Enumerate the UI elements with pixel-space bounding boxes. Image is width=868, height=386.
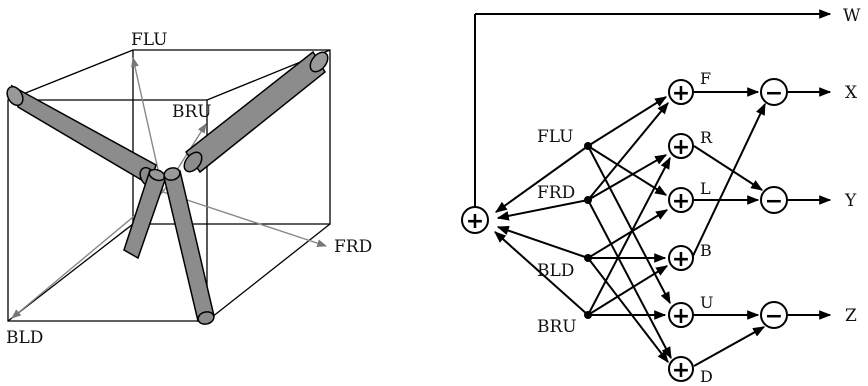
intermediate-label-u: U [700,293,713,312]
w-sum-node: + [461,206,489,234]
capsule-lower-long [163,167,215,325]
sum-node-u: + [668,302,694,329]
microphone-cube-diagram: FLU BRU FRD BLD [6,30,372,348]
svg-text:+: + [672,304,690,329]
diff-node-y: − [760,186,788,214]
sum-w-edges [494,145,589,316]
w-output-path [474,9,832,207]
intermediate-label-d: D [700,367,713,386]
matrix-signal-flow-diagram: + + + + + + + − [461,6,861,386]
svg-text:−: − [765,81,783,106]
sum-node-l: + [668,187,694,214]
sum-node-b: + [668,245,694,272]
diff-node-x: − [760,78,788,106]
svg-text:+: + [672,247,690,272]
label-frd: FRD [334,237,372,257]
output-label-w: W [843,6,861,26]
intermediate-label-r: R [700,128,713,147]
svg-text:−: − [765,189,783,214]
sum-node-r: + [668,133,694,160]
svg-text:+: + [672,135,690,160]
input-label-flu: FLU [537,127,573,147]
svg-text:−: − [765,304,783,329]
svg-text:+: + [672,189,690,214]
intermediate-label-f: F [700,69,711,88]
label-bld: BLD [6,328,43,348]
output-label-y: Y [844,191,857,211]
output-edges [788,87,832,320]
input-nodes [584,142,592,319]
diff-node-z: − [760,301,788,329]
sum-node-f: + [668,79,694,106]
output-label-x: X [845,83,858,103]
capsule-upper-right [183,50,329,174]
input-label-frd: FRD [537,183,575,203]
intermediate-label-l: L [700,179,711,198]
input-label-bru: BRU [537,317,577,337]
svg-text:+: + [672,81,690,106]
intermediate-label-b: B [700,241,712,260]
input-label-bld: BLD [537,261,574,281]
label-bru: BRU [172,102,212,122]
svg-text:+: + [672,358,690,383]
output-label-z: Z [845,306,857,326]
w-sum-symbol: + [466,209,484,234]
difference-edges [691,87,766,367]
matrix-edges [587,96,672,363]
sum-node-d: + [668,356,694,383]
frd-direction-arrow [162,191,327,247]
label-flu: FLU [131,30,167,50]
